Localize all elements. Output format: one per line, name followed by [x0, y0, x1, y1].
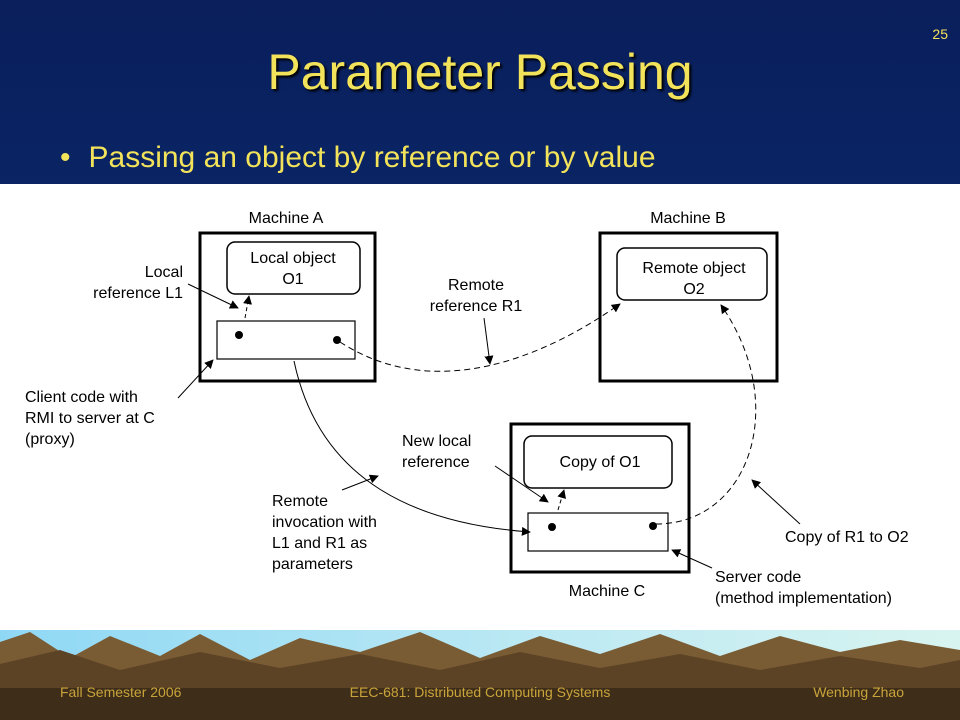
local-reference-pointer	[187, 283, 239, 309]
diagram-panel: Machine A Local object O1 Machine B Remo…	[0, 184, 960, 640]
local-object-box	[226, 241, 361, 295]
machine-b-label: Machine B	[650, 210, 726, 227]
remote-object-label: Remote object	[642, 260, 746, 277]
bullet-dot-icon: •	[60, 141, 71, 174]
machine-b-box	[598, 231, 779, 383]
local-reference-label-line2: reference L1	[93, 285, 183, 302]
remote-reference-curve	[339, 303, 621, 372]
local-object-label: Local object	[250, 250, 336, 267]
copy-reference-label: Copy of R1 to O2	[785, 529, 909, 546]
reference-l1-dot	[235, 331, 243, 339]
remote-reference-label-line2: reference R1	[430, 298, 523, 315]
remote-invocation-label-line1: Remote	[272, 493, 328, 510]
footer-semester: Fall Semester 2006	[60, 684, 182, 700]
server-code-label-line1: Server code	[715, 569, 801, 586]
slide-title: Parameter Passing	[267, 44, 693, 100]
remote-invocation-label-line3: L1 and R1 as	[272, 535, 367, 552]
server-code-pointer	[671, 549, 713, 569]
new-reference-pointer	[494, 465, 549, 503]
new-reference-label-line2: reference	[402, 454, 470, 471]
server-code-label-line2: (method implementation)	[715, 590, 892, 607]
copied-reference-dot	[649, 522, 657, 530]
remote-reference-label-line1: Remote	[448, 277, 504, 294]
remote-invocation-pointer	[341, 474, 379, 491]
client-code-label-line3: (proxy)	[25, 431, 75, 448]
parameter-passing-diagram: Machine A Local object O1 Machine B Remo…	[25, 210, 909, 607]
remote-object-box	[616, 247, 768, 301]
local-object-id: O1	[282, 271, 303, 288]
server-code-box	[527, 512, 669, 552]
mountain-decoration	[0, 630, 960, 720]
remote-invocation-label-line4: parameters	[272, 556, 353, 573]
copy-object-label: Copy of O1	[560, 454, 641, 471]
copy-reference-pointer	[751, 479, 801, 525]
machine-a-box	[198, 231, 377, 383]
new-reference-arrow	[557, 489, 566, 511]
footer-author: Wenbing Zhao	[813, 684, 904, 700]
remote-invocation-label-line2: invocation with	[272, 514, 377, 531]
copy-reference-curve	[655, 304, 757, 525]
copy-object-box	[523, 435, 673, 489]
footer-course: EEC-681: Distributed Computing Systems	[349, 684, 611, 700]
client-code-label-line1: Client code with	[25, 389, 138, 406]
slide-number: 25	[932, 26, 948, 42]
local-reference-arrow	[243, 295, 252, 319]
reference-r1-dot	[333, 336, 341, 344]
remote-invocation-curve	[293, 360, 531, 536]
bullet-item: • Passing an object by reference or by va…	[60, 138, 656, 178]
machine-a-label: Machine A	[249, 210, 324, 227]
remote-reference-pointer	[483, 317, 494, 365]
local-reference-label-line1: Local	[145, 264, 183, 281]
client-code-pointer	[177, 359, 214, 399]
machine-c-label: Machine C	[569, 583, 645, 600]
bullet-text: Passing an object by reference or by val…	[88, 141, 656, 174]
new-reference-label-line1: New local	[402, 433, 471, 450]
new-reference-dot	[548, 523, 556, 531]
client-code-box	[216, 320, 356, 360]
remote-object-id: O2	[683, 281, 704, 298]
client-code-label-line2: RMI to server at C	[25, 410, 155, 427]
machine-c-box	[509, 422, 691, 574]
